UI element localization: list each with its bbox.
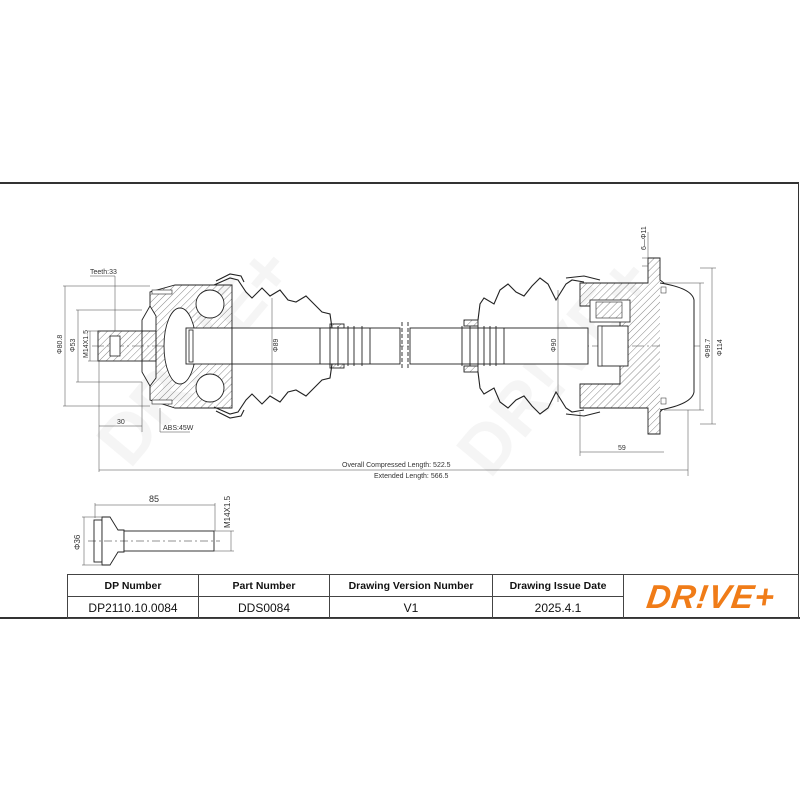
right-boot [477, 275, 601, 417]
title-block: DP Number Part Number Drawing Version Nu… [67, 574, 799, 619]
header-drawing-version: Drawing Version Number [329, 574, 493, 597]
bolt-dimension-lines [82, 503, 234, 566]
shaft [231, 319, 589, 373]
logo-cell: DR!VE+ [623, 574, 799, 619]
part-number-value: DDS0084 [198, 596, 330, 619]
dp-number-value: DP2110.10.0084 [67, 596, 199, 619]
thread-stub: M14X1.5 [83, 330, 90, 358]
teeth-label: Teeth:33 [90, 269, 117, 276]
flange-depth: 59 [618, 445, 626, 452]
boot-left-dia: Φ89 [273, 339, 280, 352]
overall-compressed-length: Overall Compressed Length: 522.5 [342, 462, 451, 469]
dimension-lines [63, 232, 716, 476]
abs-label: ABS:45W [163, 425, 194, 432]
issue-date-value: 2025.4.1 [492, 596, 624, 619]
bolt-drawing [88, 516, 220, 566]
flange-dia-inner: Φ99.7 [705, 339, 712, 358]
header-issue-date: Drawing Issue Date [492, 574, 624, 597]
right-tripod-housing [579, 257, 695, 435]
boot-right-dia: Φ90 [551, 339, 558, 352]
drive-plus-logo: DR!VE+ [644, 577, 778, 615]
flange-dia-outer: Φ114 [717, 339, 724, 356]
extended-length: Extended Length: 566.5 [374, 473, 448, 480]
flange-holes: 6—Φ11 [641, 226, 648, 250]
stub-length: 30 [117, 419, 125, 426]
left-cv-joint [97, 284, 233, 409]
drawing-frame [0, 182, 799, 618]
bolt-thread: M14X1.5 [223, 495, 232, 528]
bolt-length: 85 [149, 494, 159, 504]
drawing-version-value: V1 [329, 596, 493, 619]
dia-stub: Φ53 [70, 339, 77, 352]
dia-outer-left: Φ80.8 [57, 335, 64, 354]
header-dp-number: DP Number [67, 574, 199, 597]
header-part-number: Part Number [198, 574, 330, 597]
left-boot [213, 273, 333, 419]
bolt-head-dia: Φ36 [73, 534, 82, 550]
